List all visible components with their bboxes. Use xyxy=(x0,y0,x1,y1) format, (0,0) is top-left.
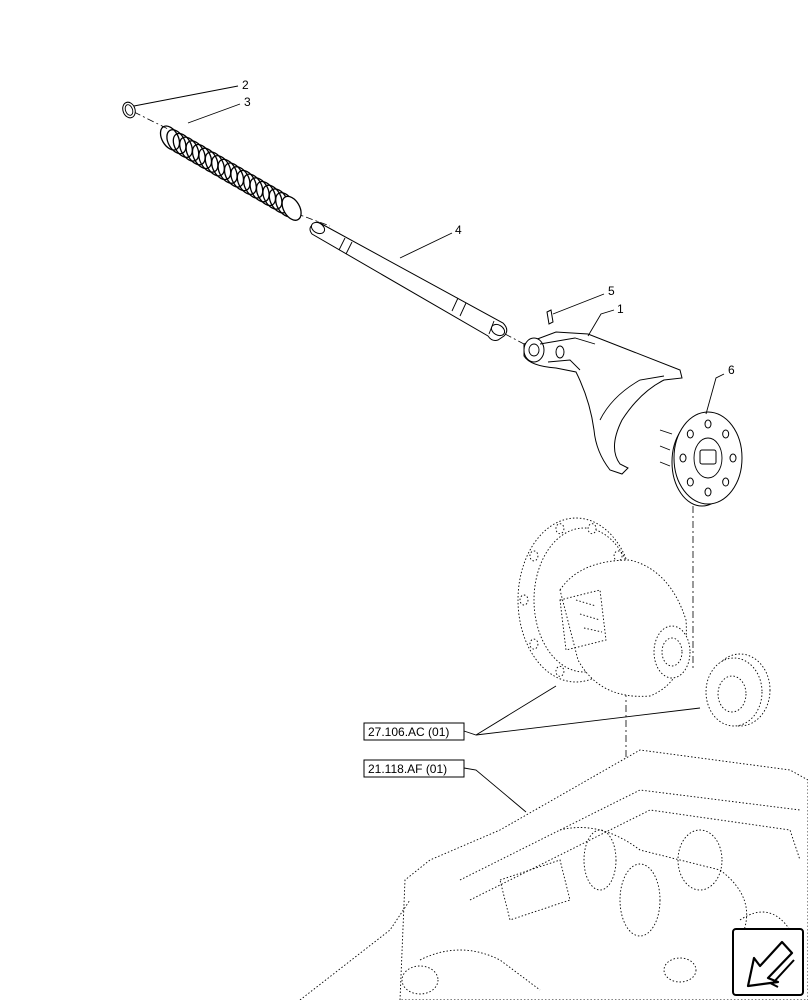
callout-4: 4 xyxy=(455,223,462,237)
callout-1: 1 xyxy=(617,302,624,316)
bearing xyxy=(705,653,771,727)
part-3-spring xyxy=(159,125,302,221)
leader-lines xyxy=(133,85,725,813)
transmission-housing xyxy=(299,749,808,1000)
reference-box-differential[interactable]: 27.106.AC (01) xyxy=(363,722,465,741)
part-4-shaft xyxy=(309,221,508,341)
callout-labels: 2 3 4 5 1 6 xyxy=(242,78,735,377)
callout-5: 5 xyxy=(608,284,615,298)
part-1-shift-fork xyxy=(523,331,683,475)
callout-2: 2 xyxy=(242,78,249,92)
arrow-down-left-icon xyxy=(746,940,795,988)
reference-box-housing[interactable]: 21.118.AF (01) xyxy=(363,759,465,778)
part-6-flange xyxy=(659,411,743,507)
part-2-snap-ring xyxy=(122,101,136,119)
differential-assembly xyxy=(517,517,691,697)
reference-label-housing: 21.118.AF (01) xyxy=(368,762,447,776)
part-5-roll-pin xyxy=(546,309,554,325)
nav-arrow-button[interactable] xyxy=(732,928,804,996)
callout-3: 3 xyxy=(244,95,251,109)
callout-6: 6 xyxy=(728,363,735,377)
reference-label-differential: 27.106.AC (01) xyxy=(368,725,449,739)
